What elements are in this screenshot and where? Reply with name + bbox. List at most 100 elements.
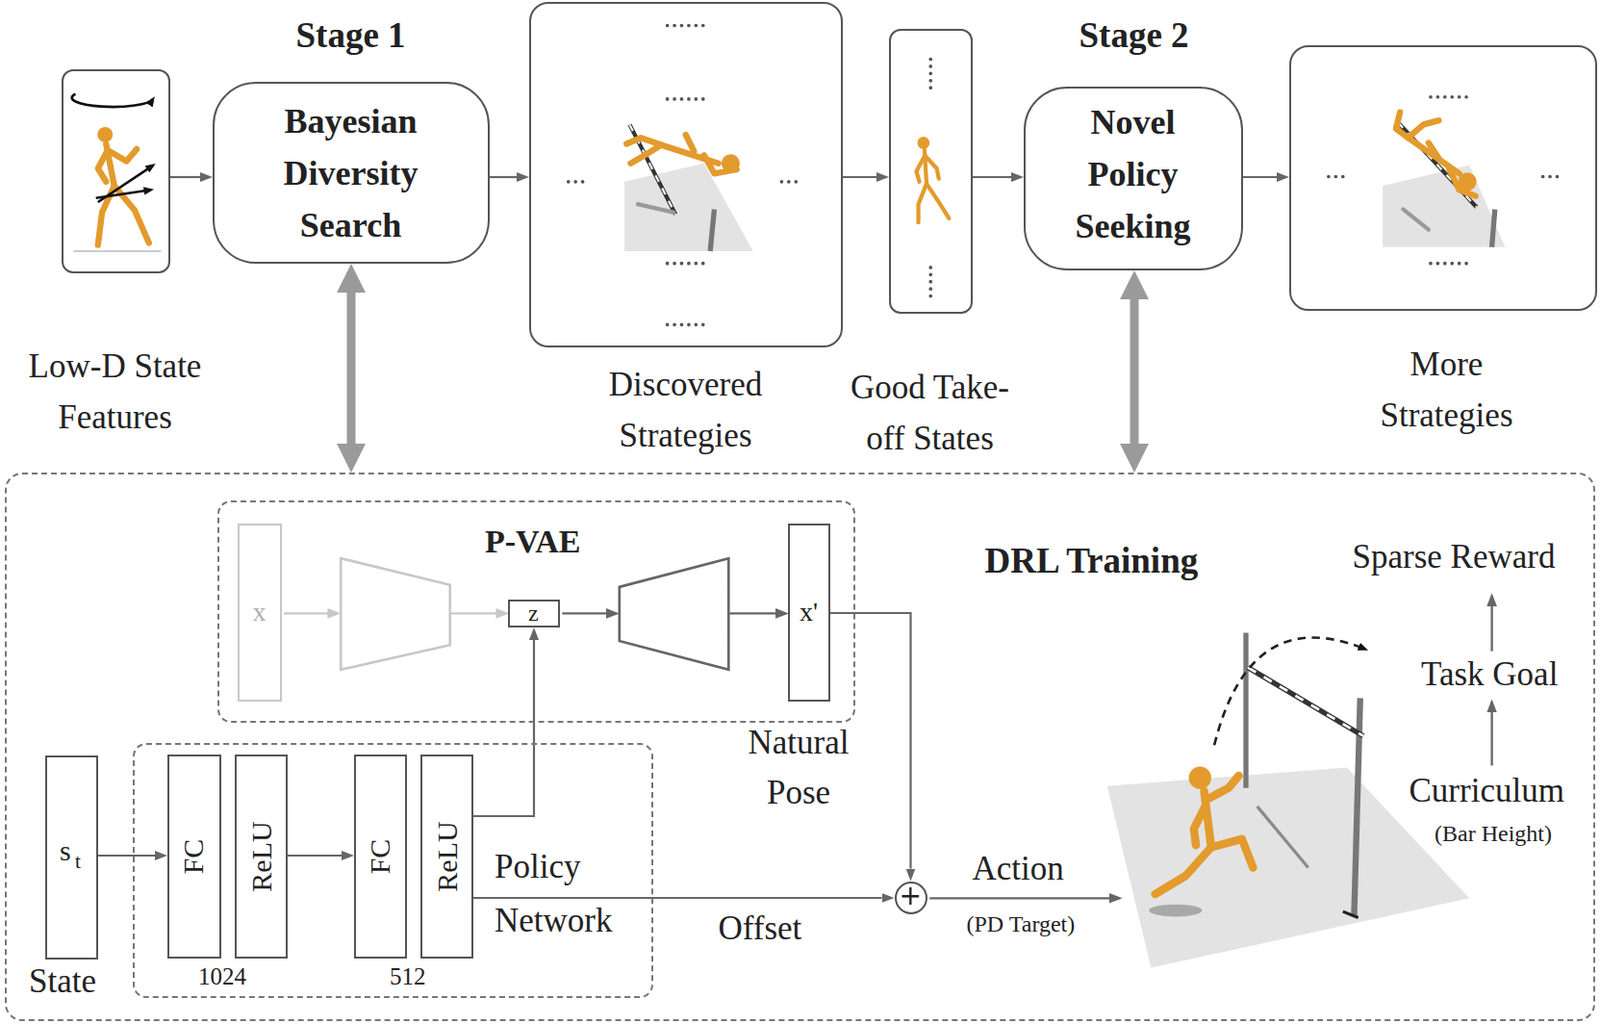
- node-text: FC: [365, 838, 395, 874]
- node-text: P-VAE: [484, 516, 582, 566]
- floor: [1382, 165, 1505, 248]
- node-text: FC: [178, 838, 208, 874]
- trajectory-arc: [1214, 636, 1366, 745]
- post: [1243, 633, 1248, 788]
- post: [1492, 208, 1496, 247]
- crossbar: [1247, 667, 1364, 737]
- dots: [1543, 175, 1559, 179]
- velocity-arrow: [96, 189, 152, 198]
- stage-box: Stage 1Bayesian Diversity Search: [212, 81, 490, 264]
- connector-arrow: [1243, 176, 1277, 178]
- figure-limb: [108, 149, 137, 162]
- dots: [667, 97, 705, 102]
- diagram-label: Task Goal: [1421, 649, 1558, 701]
- node-text: Policy Network: [494, 839, 639, 948]
- figure-limb: [626, 137, 661, 145]
- dots: [568, 179, 585, 184]
- connector-arrow: [489, 176, 517, 178]
- node-text: z: [528, 601, 539, 625]
- flow-arrow: [1490, 595, 1493, 651]
- shadow: [1402, 208, 1429, 229]
- node-heading: Stage 1: [296, 8, 407, 63]
- vae-region: P-VAE x z x': [217, 500, 856, 723]
- stage-box: Stage 2Novel Policy Seeking: [1023, 86, 1244, 271]
- character-figure: [915, 150, 949, 223]
- figure-limb: [1211, 838, 1253, 868]
- node-text: x: [253, 591, 267, 633]
- figure-head: [721, 153, 740, 173]
- figure-limb: [98, 151, 108, 182]
- node-text: x': [799, 591, 818, 633]
- figure-limb: [918, 183, 927, 223]
- diagram-label: Natural Pose: [731, 717, 866, 819]
- figure-limb: [926, 183, 949, 219]
- shadow: [1257, 806, 1309, 868]
- node-text: ReLU: [246, 820, 276, 891]
- post-base: [1343, 911, 1359, 917]
- state-panel: Good Take-off States: [888, 28, 973, 314]
- flow-arrow: [1490, 702, 1493, 766]
- node-heading: Low-D State Features: [3, 341, 228, 443]
- node-text: DRL Training: [985, 533, 1199, 588]
- connector-arrow: [473, 639, 534, 816]
- dots: [667, 24, 705, 28]
- latent-vector: z: [507, 599, 560, 628]
- dots: [667, 261, 705, 266]
- dots: [1430, 95, 1468, 100]
- diagram-label: Curriculum: [1409, 765, 1565, 817]
- figure-limb: [685, 134, 694, 152]
- figure-limb: [1408, 120, 1440, 138]
- edge-label: Offset: [718, 903, 803, 955]
- dots: [1430, 261, 1468, 266]
- bidirectional-arrow: [347, 292, 356, 444]
- figure-head: [1458, 172, 1477, 191]
- character-figure: [626, 134, 737, 174]
- dots: [781, 179, 797, 184]
- node-heading: Stage 2: [1079, 8, 1190, 63]
- illustration: [72, 25, 1559, 968]
- connector-arrow: [287, 854, 342, 857]
- figure-limb: [1396, 112, 1409, 139]
- output-vector: x': [787, 523, 831, 702]
- action-arrow: [929, 896, 1119, 899]
- figure-limb: [630, 145, 661, 164]
- crossbar-stripes: [1247, 667, 1364, 737]
- figure-head: [97, 126, 113, 143]
- connector-arrow: [842, 176, 877, 178]
- diagram-label: Action: [972, 843, 1065, 895]
- figure-limb: [915, 155, 924, 182]
- policy-region: Policy Network FC ReLU FC ReLU: [132, 742, 654, 998]
- input-vector: x: [237, 523, 282, 702]
- node-heading: Discovered Strategies: [589, 359, 783, 461]
- strategy-panel: Discovered Strategies: [529, 1, 843, 348]
- diagram-label: Sparse Reward: [1352, 532, 1556, 584]
- post: [710, 208, 714, 251]
- flow-arrow: [729, 611, 786, 614]
- node-text: Bayesian Diversity Search: [235, 95, 467, 252]
- figure-limb: [925, 155, 940, 178]
- node-heading: State: [28, 956, 97, 1008]
- connector-arrow: [473, 896, 883, 899]
- floor: [624, 163, 754, 252]
- figure-limb: [1155, 846, 1212, 894]
- rotation-arrow: [72, 94, 153, 108]
- flow-arrow: [283, 611, 338, 614]
- connector-arrow: [972, 176, 1012, 178]
- connector-arrow: [170, 176, 201, 178]
- layer-box: ReLU: [234, 754, 288, 959]
- strategy-panel: More Strategies: [1289, 45, 1598, 311]
- state-vector: stState: [45, 755, 99, 960]
- dots: [928, 59, 933, 91]
- node-text: ReLU: [431, 820, 461, 891]
- figure-head: [916, 136, 930, 150]
- flow-arrow: [451, 611, 507, 614]
- node-text: +: [899, 882, 922, 910]
- dots: [928, 267, 933, 299]
- figure-limb: [1428, 142, 1440, 158]
- layer-box: FC: [167, 754, 222, 959]
- flow-arrow: [561, 611, 616, 614]
- ground-line: [73, 250, 161, 252]
- diagram-label: 1024: [198, 958, 247, 995]
